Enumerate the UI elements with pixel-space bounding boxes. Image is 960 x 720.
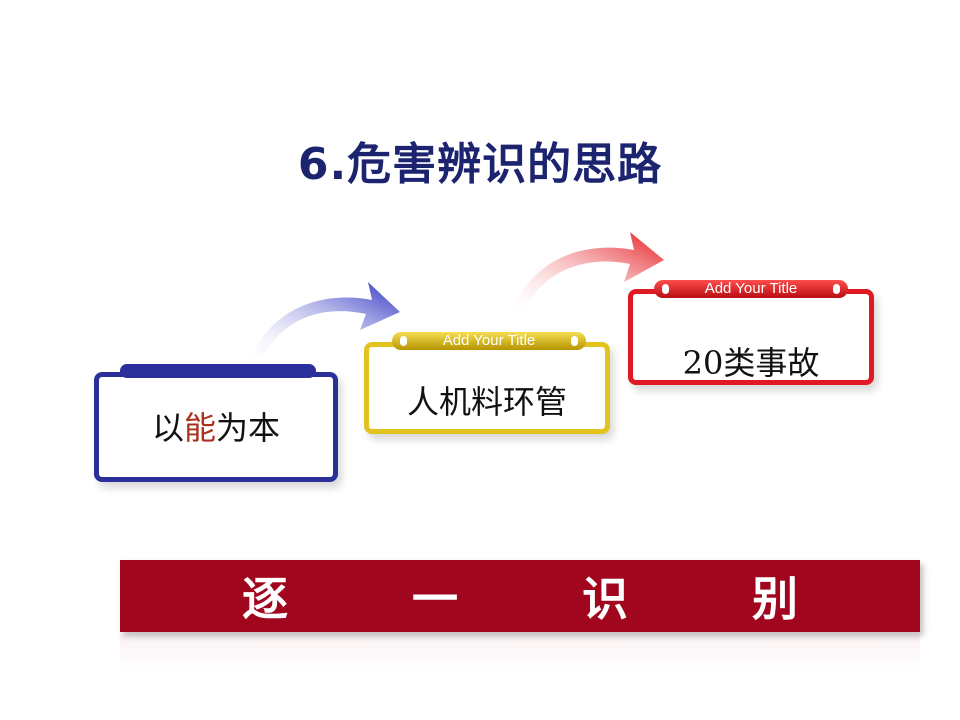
card-blue-text-part: 以	[151, 409, 184, 447]
card-yellow-tab: Add Your Title	[392, 332, 586, 350]
card-blue-text-part: 为本	[216, 409, 281, 447]
card-yellow-tab-label: Add Your Title	[442, 332, 536, 349]
banner-char: 逐	[242, 572, 288, 626]
card-red-tab: Add Your Title	[654, 280, 848, 298]
card-blue-text-highlight: 能	[183, 409, 216, 447]
card-red-tab-label: Add Your Title	[704, 280, 798, 297]
card-blue-text: 以能为本	[99, 403, 333, 449]
card-yellow: 人机料环管	[364, 342, 610, 434]
banner-char: 识	[582, 572, 628, 626]
card-blue: 以能为本	[94, 372, 338, 482]
tab-dot-icon	[662, 284, 669, 294]
tab-dot-icon	[571, 336, 578, 346]
tab-dot-icon	[833, 284, 840, 294]
card-red: 20类事故	[628, 289, 874, 385]
card-red-text: 20类事故	[682, 344, 820, 382]
banner-reflection	[120, 634, 920, 674]
banner-char: 一	[412, 572, 458, 626]
banner-char: 别	[752, 572, 798, 626]
curved-arrow-blue-icon	[250, 282, 400, 360]
card-blue-tab	[120, 364, 316, 378]
curved-arrow-red-icon	[512, 232, 664, 312]
card-yellow-text: 人机料环管	[406, 383, 567, 421]
slide-title: 6.危害辨识的思路	[297, 139, 663, 190]
tab-dot-icon	[400, 336, 407, 346]
bottom-banner: 逐 一 识 别	[120, 560, 920, 632]
